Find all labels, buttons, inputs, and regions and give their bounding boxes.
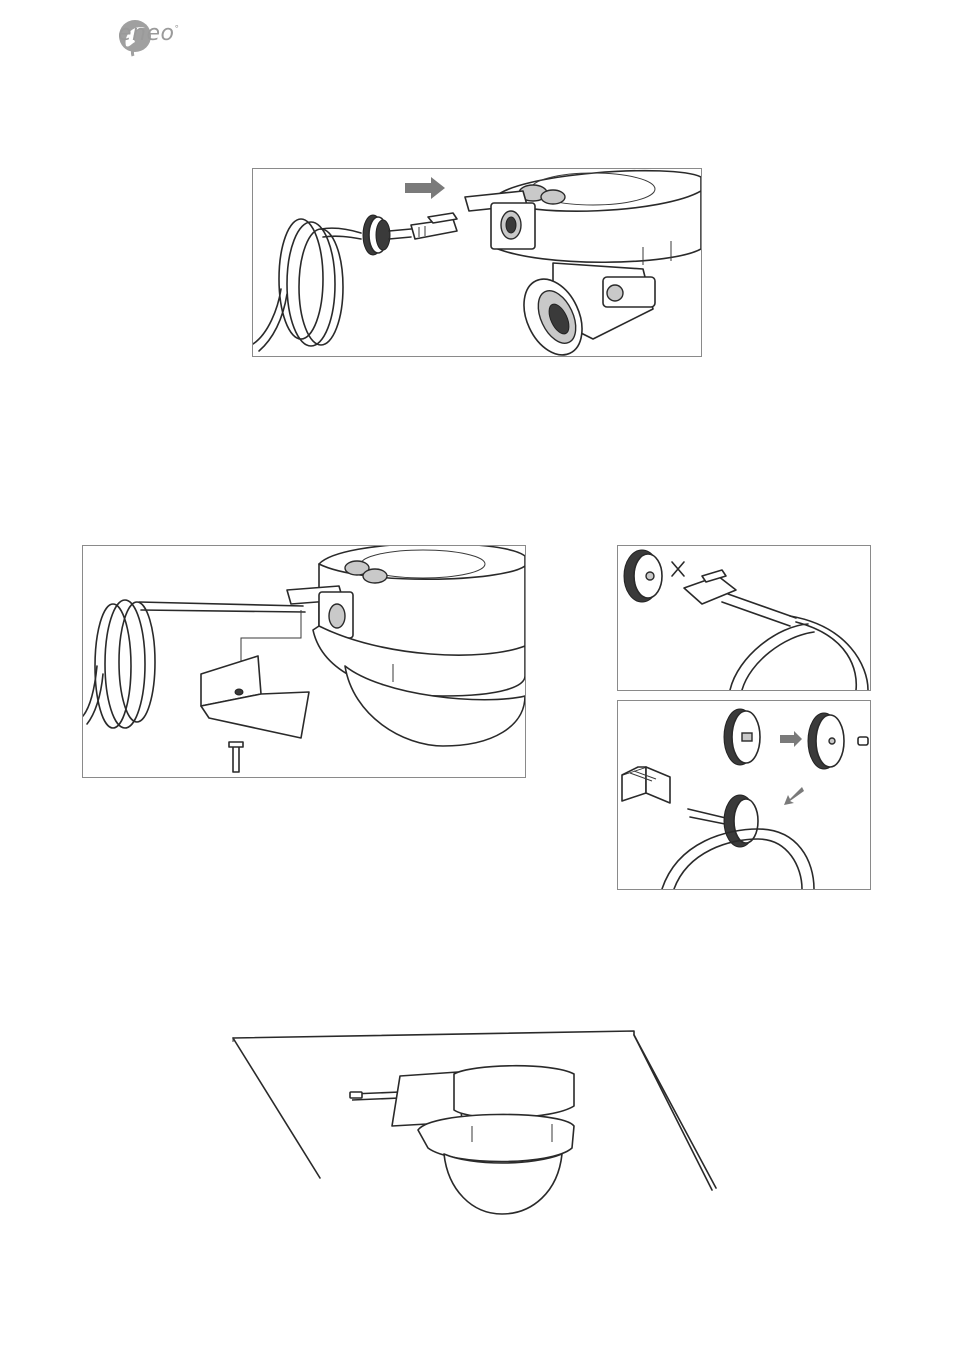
figure-ceiling-mounted xyxy=(232,1030,722,1220)
rj45-plug xyxy=(683,569,797,627)
dome-camera xyxy=(286,546,525,747)
grommet xyxy=(362,214,412,256)
leader-line xyxy=(240,610,302,676)
figure-grommet-wrong xyxy=(617,545,871,691)
arrow-right-icon xyxy=(780,731,802,747)
rj45-plug xyxy=(621,766,671,804)
grommet xyxy=(623,549,663,603)
cable-bracket xyxy=(200,655,310,739)
rj45-plug xyxy=(410,212,458,240)
cable-through-grommet xyxy=(661,794,815,889)
arrow-diagonal-icon xyxy=(784,787,804,805)
brand-name: eneo° xyxy=(118,21,180,46)
cross-icon xyxy=(671,561,685,577)
figure-grommet-correct xyxy=(617,700,871,890)
mounted-camera xyxy=(349,1064,575,1215)
cable-loop xyxy=(729,615,869,690)
cable-coil xyxy=(253,218,362,352)
figure-cable-insert xyxy=(252,168,702,357)
insert-arrow-icon xyxy=(405,177,445,199)
grommet-open xyxy=(807,712,869,770)
eneo-logo-icon xyxy=(119,20,151,57)
grommet-closed xyxy=(723,708,761,766)
camera-base xyxy=(464,169,701,265)
screw xyxy=(228,741,244,773)
figure-bracket-assembly xyxy=(82,545,526,778)
cable-coil xyxy=(83,599,306,729)
ceiling-plane xyxy=(232,1030,717,1191)
lens-module xyxy=(523,262,656,356)
